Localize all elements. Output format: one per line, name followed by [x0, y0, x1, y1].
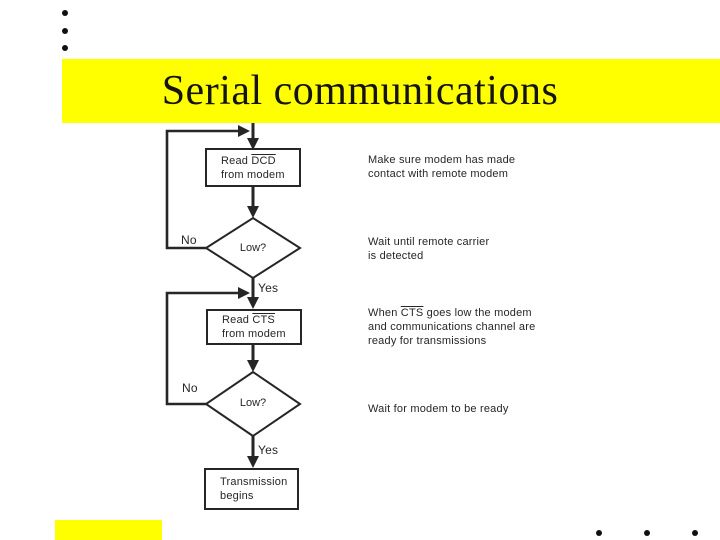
- process-box-line: from modem: [222, 328, 286, 340]
- arrowhead-down-icon: [247, 456, 259, 468]
- connector-no-loop-2: [165, 291, 238, 406]
- bullet-dot-icon: [644, 530, 650, 536]
- decision-label: Low?: [239, 242, 267, 254]
- process-box-transmission: Transmission begins: [204, 468, 299, 510]
- arrowhead-down-icon: [247, 360, 259, 372]
- process-box-line: from modem: [221, 168, 285, 181]
- arrowhead-down-icon: [247, 206, 259, 218]
- decision-label: Low?: [239, 397, 267, 409]
- annotation-wait-modem: Wait for modem to be ready: [368, 403, 509, 415]
- arrowhead-right-icon: [238, 287, 250, 299]
- arrowhead-down-icon: [247, 138, 259, 150]
- edge-label-yes: Yes: [258, 443, 279, 457]
- edge-label-yes: Yes: [258, 281, 279, 295]
- process-box-line: Transmission: [220, 476, 288, 488]
- bullet-dot-icon: [62, 10, 68, 16]
- bullet-dot-icon: [62, 28, 68, 34]
- process-box-read-dcd: Read DCD from modem: [205, 148, 301, 187]
- bottom-highlight-bar: [55, 520, 162, 540]
- bullet-dot-icon: [692, 530, 698, 536]
- title-highlight-bar: [62, 59, 720, 123]
- slide-title: Serial communications: [161, 68, 559, 114]
- annotation-cts-low: When CTS goes low the modem and communic…: [368, 307, 536, 347]
- connector-no-loop-1: [165, 129, 238, 250]
- annotation-wait-carrier: Wait until remote carrier is detected: [368, 236, 490, 262]
- process-box-line: Read CTS: [222, 314, 275, 326]
- decision-diamond-1: [204, 216, 302, 280]
- annotation-contact: Make sure modem has made contact with re…: [368, 154, 516, 180]
- edge-label-no: No: [181, 233, 197, 247]
- process-box-read-cts: Read CTS from modem: [206, 309, 302, 345]
- arrowhead-right-icon: [238, 125, 250, 137]
- decision-diamond-2: [204, 370, 302, 438]
- process-box-line: Read DCD: [221, 154, 276, 167]
- bullet-dot-icon: [62, 45, 68, 51]
- bullet-dot-icon: [596, 530, 602, 536]
- edge-label-no: No: [182, 381, 198, 395]
- arrowhead-down-icon: [247, 297, 259, 309]
- process-box-line: begins: [220, 490, 254, 502]
